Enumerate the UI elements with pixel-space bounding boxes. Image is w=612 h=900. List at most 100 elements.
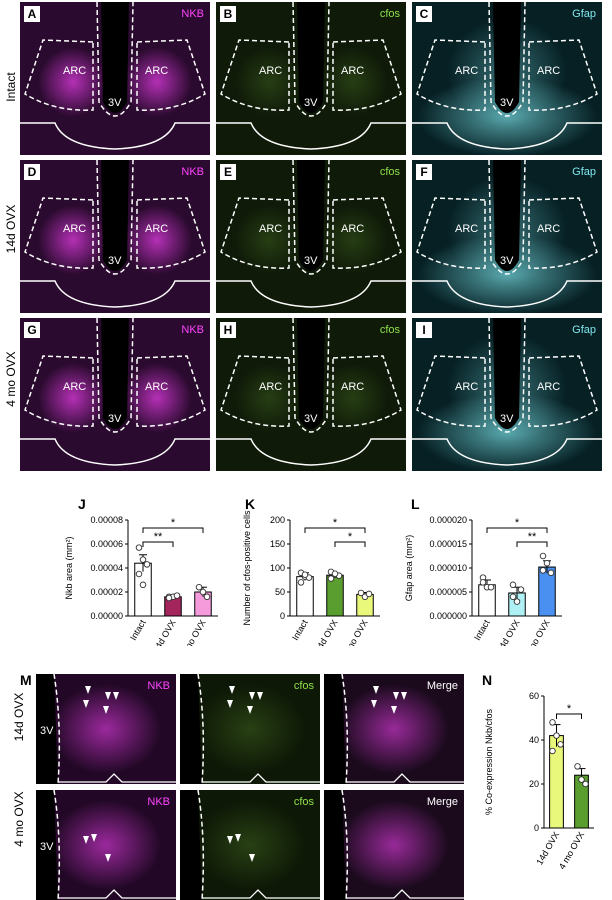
panel-letter: C	[416, 6, 432, 22]
marker-label: cfos	[379, 324, 400, 336]
data-point	[357, 589, 365, 597]
arrowhead-icon	[393, 692, 399, 700]
ventricle-label: 3V	[304, 413, 318, 425]
marker-label: Gfap	[572, 324, 596, 336]
significance-label: *	[515, 517, 520, 529]
arrowhead-icon	[249, 854, 255, 862]
significance-bracket	[516, 541, 548, 547]
arc-label: ARC	[259, 381, 282, 393]
ventricle-label: 3V	[108, 97, 122, 109]
x-tick-label: 4 mo OVX	[340, 618, 369, 646]
data-point	[487, 583, 495, 591]
marker-label: cfos	[293, 680, 314, 692]
m-row-label-14d: 14d OVX	[12, 692, 26, 742]
panel-label-j: J	[78, 496, 86, 512]
significance-label: **	[528, 531, 537, 543]
y-tick-label: 20	[529, 779, 539, 789]
significance-label: *	[567, 703, 572, 715]
arc-label: ARC	[63, 223, 86, 235]
data-point	[139, 581, 147, 589]
data-point	[549, 747, 556, 755]
data-point	[173, 592, 181, 599]
data-point	[297, 579, 305, 586]
y-tick-label: 0.00000	[90, 611, 123, 621]
marker-label: cfos	[293, 796, 314, 808]
y-tick-label: 200	[270, 515, 285, 525]
x-tick-label: 14d OVX	[495, 618, 522, 646]
arrowhead-icon	[91, 834, 97, 842]
data-point	[195, 583, 203, 591]
arrowhead-icon	[113, 692, 119, 700]
row-label-intact: Intact	[4, 72, 18, 102]
arrowhead-icon	[249, 692, 255, 700]
marker-label: cfos	[379, 8, 400, 20]
arc-label: ARC	[455, 381, 478, 393]
marker-label: Merge	[426, 796, 458, 808]
arc-label: ARC	[537, 65, 560, 77]
arrowhead-icon	[401, 692, 407, 700]
arc-label: ARC	[63, 381, 86, 393]
marker-label: cfos	[379, 166, 400, 178]
data-point	[543, 559, 551, 567]
data-point	[331, 570, 339, 578]
y-tick-label: 0.00004	[90, 563, 123, 573]
y-tick-label: 0	[280, 611, 285, 621]
significance-label: *	[348, 531, 353, 543]
data-point	[513, 598, 521, 605]
data-point	[327, 575, 335, 582]
significance-bracket	[334, 541, 366, 547]
data-point	[199, 588, 207, 596]
panel-letter: I	[416, 322, 432, 338]
y-tick-label: 0.000015	[429, 539, 467, 549]
ventricle-label: 3V	[40, 725, 54, 737]
ventricle-label: 3V	[304, 255, 318, 267]
m-panel-1-nkb: 3V NKB	[36, 790, 176, 900]
bar	[326, 574, 344, 617]
y-tick-label: 0.000000	[429, 611, 467, 621]
ventricle-label: 3V	[40, 841, 54, 853]
arc-label: ARC	[145, 381, 168, 393]
x-tick-label: 4 mo OVX	[522, 618, 551, 646]
x-tick-label: Intact	[128, 618, 148, 642]
data-point	[549, 719, 556, 726]
marker-label: NKB	[181, 8, 204, 20]
panel-label-l: L	[411, 496, 420, 512]
y-tick-label: 100	[270, 563, 285, 573]
marker-label: Merge	[426, 680, 458, 692]
chart-l: 0.0000000.0000050.0000100.0000150.000020…	[404, 515, 562, 646]
data-point	[509, 593, 517, 601]
y-tick-label: 0.000020	[429, 515, 467, 525]
arrowhead-icon	[371, 700, 377, 708]
ventricle-label: 3V	[108, 255, 122, 267]
arc-label: ARC	[341, 223, 364, 235]
panel-letter: E	[220, 164, 236, 180]
significance-label: **	[154, 531, 163, 543]
x-tick-label: 4 mo OVX	[178, 618, 207, 646]
arrowhead-icon	[83, 836, 89, 844]
y-tick-label: 60	[529, 691, 539, 701]
arc-label: ARC	[455, 65, 478, 77]
y-tick-label: 0	[534, 823, 539, 833]
arrowhead-icon	[85, 686, 91, 694]
y-tick-label: 0.00008	[90, 515, 123, 525]
arc-label: ARC	[537, 223, 560, 235]
significance-bracket	[486, 527, 548, 533]
panel-label-n: N	[482, 672, 493, 688]
arrowhead-icon	[105, 692, 111, 700]
y-tick-label: 0.00006	[90, 539, 123, 549]
arrowhead-icon	[235, 834, 241, 842]
arrowhead-icon	[83, 700, 89, 708]
data-point	[301, 571, 309, 578]
marker-label: NKB	[147, 796, 170, 808]
data-point	[539, 552, 547, 560]
arrowhead-icon	[247, 706, 253, 714]
y-axis-label: Number of cfos-positive cells	[242, 510, 252, 626]
arc-label: ARC	[145, 223, 168, 235]
